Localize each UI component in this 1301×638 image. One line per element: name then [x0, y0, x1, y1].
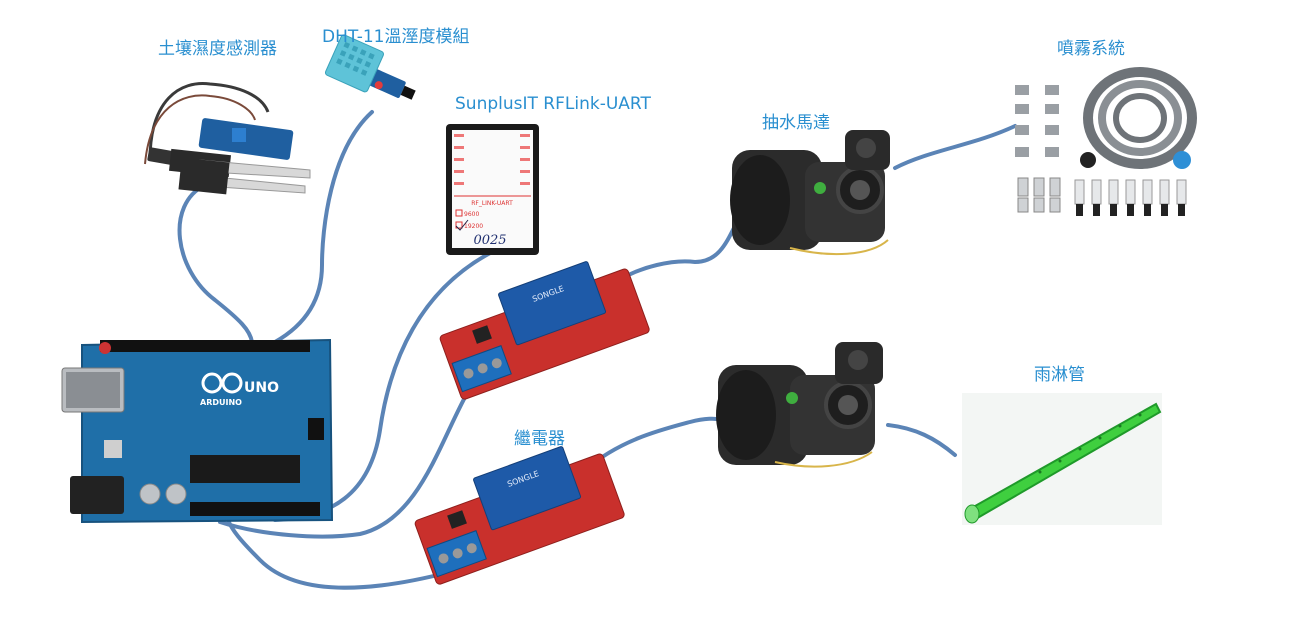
- rain-pipe: [962, 393, 1162, 525]
- label-water-pump: 抽水馬達: [762, 113, 830, 133]
- rflink-uart-module: RF_LINK-UART 9600 19200 0025: [446, 124, 539, 255]
- rflink-option-a: 9600: [464, 211, 479, 218]
- arduino-logo: UNO ARDUINO: [200, 372, 279, 407]
- label-rflink-uart: SunplusIT RFLink-UART: [455, 94, 651, 114]
- wire-soil-to-arduino: [177, 183, 254, 344]
- arduino-uno-board: UNO ARDUINO: [61, 338, 334, 524]
- arduino-model-text: UNO: [244, 380, 279, 396]
- rflink-handwriting: 0025: [473, 233, 506, 248]
- water-pump-bottom: [716, 342, 883, 468]
- relay-module-2: SONGLE: [414, 446, 625, 585]
- label-relay: 繼電器: [514, 429, 565, 449]
- mist-system-kit: [1015, 67, 1197, 216]
- label-dht11-module: DHT-11溫溼度模組: [322, 27, 470, 47]
- rflink-model-text: RF_LINK-UART: [471, 200, 513, 207]
- relay-module-1: SONGLE: [439, 261, 650, 400]
- water-pump-top: [730, 130, 890, 256]
- wire-pump-top-to-mist: [893, 124, 1017, 170]
- label-rain-pipe: 雨淋管: [1034, 365, 1085, 385]
- arduino-brand-text: ARDUINO: [200, 398, 242, 407]
- wires: [177, 110, 1017, 590]
- wire-relay2-to-arduino: [226, 518, 452, 590]
- label-mist-system: 噴霧系統: [1057, 39, 1125, 59]
- wire-dht-to-arduino: [273, 110, 374, 344]
- wire-pump-bottom-to-rain-pipe: [886, 423, 957, 457]
- wire-relay1-to-arduino: [218, 386, 472, 539]
- soil-moisture-sensor: [144, 82, 311, 195]
- rflink-option-b: 19200: [464, 223, 483, 230]
- wire-relay2-to-pump-bottom: [583, 416, 727, 472]
- label-soil-moisture-sensor: 土壤濕度感測器: [158, 39, 277, 59]
- dht11-module: [324, 34, 416, 100]
